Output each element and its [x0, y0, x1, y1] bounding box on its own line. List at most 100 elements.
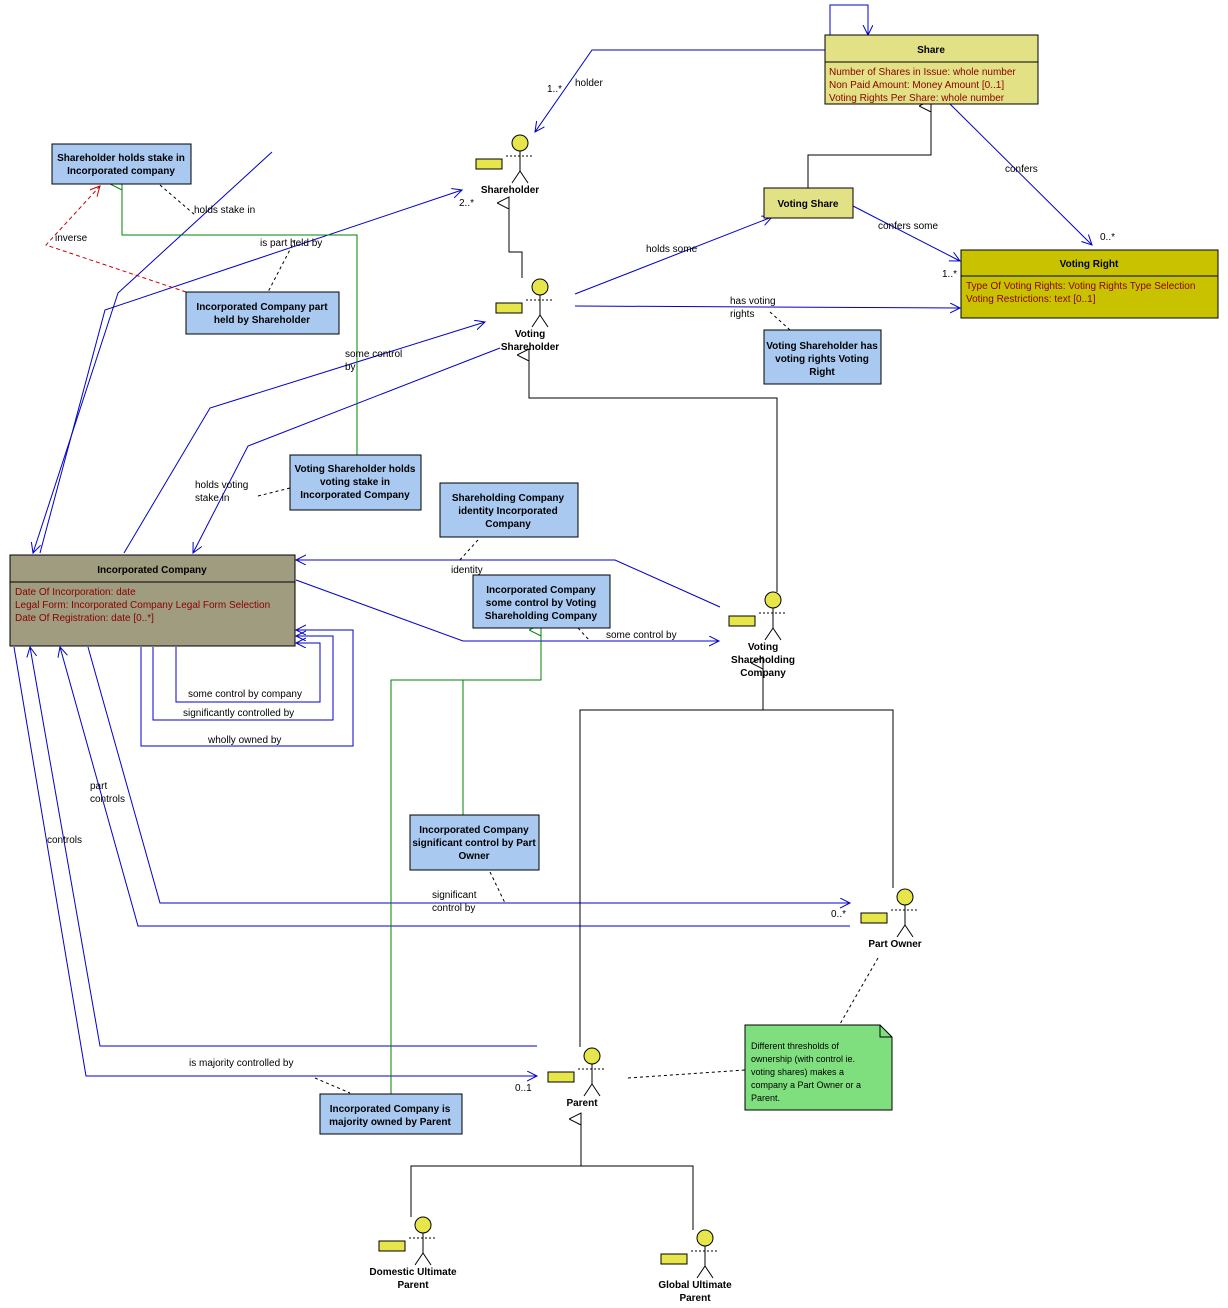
- share-attr-2: Voting Rights Per Share: whole number: [829, 93, 1005, 104]
- actor-label-voting-shareholding-company: Shareholding: [731, 655, 795, 666]
- actors: ShareholderVotingShareholderVotingShareh…: [369, 134, 922, 1304]
- actor-label-domestic-ultimate-parent: Parent: [397, 1280, 429, 1291]
- svg-text:confers: confers: [1005, 164, 1038, 175]
- actor-part-owner[interactable]: Part Owner: [860, 888, 922, 950]
- share-confers-line: [949, 103, 1092, 245]
- svg-text:ownership (with control ie.: ownership (with control ie.: [751, 1054, 855, 1064]
- svg-text:identity Incorporated: identity Incorporated: [458, 506, 557, 517]
- actor-label-global-ultimate-parent: Global Ultimate: [658, 1280, 732, 1291]
- actor-label-voting-shareholder: Voting: [515, 329, 545, 340]
- some-control-by-vsc-line: [295, 579, 719, 641]
- svg-text:holds stake in: holds stake in: [194, 205, 255, 216]
- actor-parent[interactable]: Parent: [547, 1047, 606, 1109]
- svg-text:control by: control by: [432, 903, 475, 914]
- voting-right-title: Voting Right: [1060, 259, 1119, 270]
- voting-share-confers-some-line: [852, 205, 960, 261]
- holds-some-line: [574, 217, 772, 295]
- svg-text:is part held by: is part held by: [260, 238, 322, 249]
- assoc-part-held: Incorporated Company part held by Shareh…: [185, 291, 340, 335]
- svg-text:significant: significant: [432, 890, 477, 901]
- voting-shareholder-gen: [509, 203, 523, 278]
- svg-text:Incorporated company: Incorporated company: [67, 166, 175, 177]
- svg-text:has voting: has voting: [730, 296, 776, 307]
- class-incorporated-company[interactable]: Incorporated Company Date Of Incorporati…: [9, 554, 296, 647]
- assoc-majority-owned: Incorporated Company is majority owned b…: [319, 1093, 463, 1135]
- assoc-some-control: Incorporated Company some control by Vot…: [472, 574, 611, 629]
- svg-text:held by Shareholder: held by Shareholder: [214, 315, 310, 326]
- svg-text:1..*: 1..*: [547, 84, 562, 95]
- dashed-links: [159, 184, 879, 1094]
- parent-gen: [579, 709, 763, 1047]
- actor-label-voting-shareholding-company: Company: [740, 668, 786, 679]
- incorporated-company-title: Incorporated Company: [97, 565, 207, 576]
- self-wholly-owned-loop: [140, 630, 354, 747]
- majority-controlled-line: [13, 646, 537, 1076]
- global-gen: [581, 1165, 694, 1230]
- svg-text:Different thresholds of: Different thresholds of: [751, 1041, 839, 1051]
- svg-text:Voting Shareholder holds: Voting Shareholder holds: [295, 464, 416, 475]
- assoc-class-boxes[interactable]: Shareholder holds stake in Incorporated …: [51, 143, 882, 1135]
- vsc-gen: [529, 355, 778, 592]
- svg-text:identity: identity: [451, 565, 483, 576]
- significant-control-by-line: [87, 646, 850, 903]
- svg-text:wholly owned by: wholly owned by: [207, 735, 281, 746]
- voting-share-gen: [807, 106, 932, 188]
- voting-stake-to-holds-stake: [122, 184, 358, 455]
- svg-text:some control: some control: [345, 349, 402, 360]
- svg-text:controls: controls: [47, 835, 82, 846]
- assoc-significant-control: Incorporated Company significant control…: [409, 814, 540, 871]
- svg-text:significantly controlled by: significantly controlled by: [183, 708, 294, 719]
- share-self-loop: [829, 4, 868, 35]
- class-voting-share[interactable]: Voting Share: [763, 187, 854, 219]
- actor-label-voting-shareholding-company: Voting: [748, 642, 778, 653]
- actor-label-shareholder: Shareholder: [481, 185, 539, 196]
- voting-right-attr-0: Type Of Voting Rights: Voting Rights Typ…: [966, 281, 1195, 292]
- self-significant-loop: [152, 636, 334, 721]
- part-owner-gen: [763, 663, 894, 888]
- class-voting-right[interactable]: Voting Right Type Of Voting Rights: Voti…: [960, 249, 1219, 319]
- svg-text:some control by Voting: some control by Voting: [486, 598, 596, 609]
- assoc-class-links: [122, 184, 542, 1094]
- svg-text:inverse: inverse: [55, 233, 88, 244]
- share-attr-1: Non Paid Amount: Money Amount [0..1]: [829, 80, 1004, 91]
- significant-control-to-some-control: [462, 630, 542, 815]
- svg-text:Voting Shareholder has: Voting Shareholder has: [766, 341, 878, 352]
- actor-shareholder[interactable]: Shareholder: [475, 134, 539, 196]
- svg-text:Shareholding Company: Shareholding Company: [485, 611, 598, 622]
- part-controls-line: [60, 647, 850, 927]
- has-voting-rights-line: [574, 306, 960, 308]
- svg-text:significant control by Part: significant control by Part: [412, 838, 536, 849]
- holds-voting-stake-line: [193, 347, 501, 553]
- assoc-voting-stake: Voting Shareholder holds voting stake in…: [289, 454, 422, 511]
- note: Different thresholds of ownership (with …: [744, 1024, 893, 1111]
- domestic-gen: [410, 1119, 582, 1217]
- svg-text:1..*: 1..*: [942, 269, 957, 280]
- assoc-voting-shareholder-rights: Voting Shareholder has voting rights Vot…: [763, 329, 882, 385]
- svg-text:Parent.: Parent.: [751, 1093, 780, 1103]
- svg-text:rights: rights: [730, 309, 754, 320]
- svg-text:2..*: 2..*: [459, 198, 474, 209]
- some-control-by-line: [123, 322, 485, 554]
- svg-text:holds voting: holds voting: [195, 480, 248, 491]
- class-share[interactable]: Share Number of Shares in Issue: whole n…: [824, 34, 1039, 105]
- share-title: Share: [917, 45, 945, 56]
- generalizations: [410, 106, 932, 1230]
- assoc-shareholder-holds-stake: Shareholder holds stake in Incorporated …: [51, 143, 192, 185]
- share-box: [824, 34, 1039, 105]
- svg-text:Incorporated Company is: Incorporated Company is: [330, 1104, 451, 1115]
- edge-labels: holder 1..* confers 0..* confers some 1.…: [47, 78, 1115, 1094]
- svg-text:0..*: 0..*: [831, 909, 846, 920]
- majority-to-some-control: [390, 679, 463, 1094]
- svg-text:Incorporated Company: Incorporated Company: [419, 825, 529, 836]
- svg-text:some control by company: some control by company: [188, 689, 302, 700]
- svg-text:confers some: confers some: [878, 221, 938, 232]
- ic-attr-2: Date Of Registration: date [0..*]: [15, 613, 154, 624]
- share-attr-0: Number of Shares in Issue: whole number: [829, 67, 1016, 78]
- voting-right-attr-1: Voting Restrictions: text [0..1]: [966, 294, 1096, 305]
- associations: [13, 4, 1092, 1076]
